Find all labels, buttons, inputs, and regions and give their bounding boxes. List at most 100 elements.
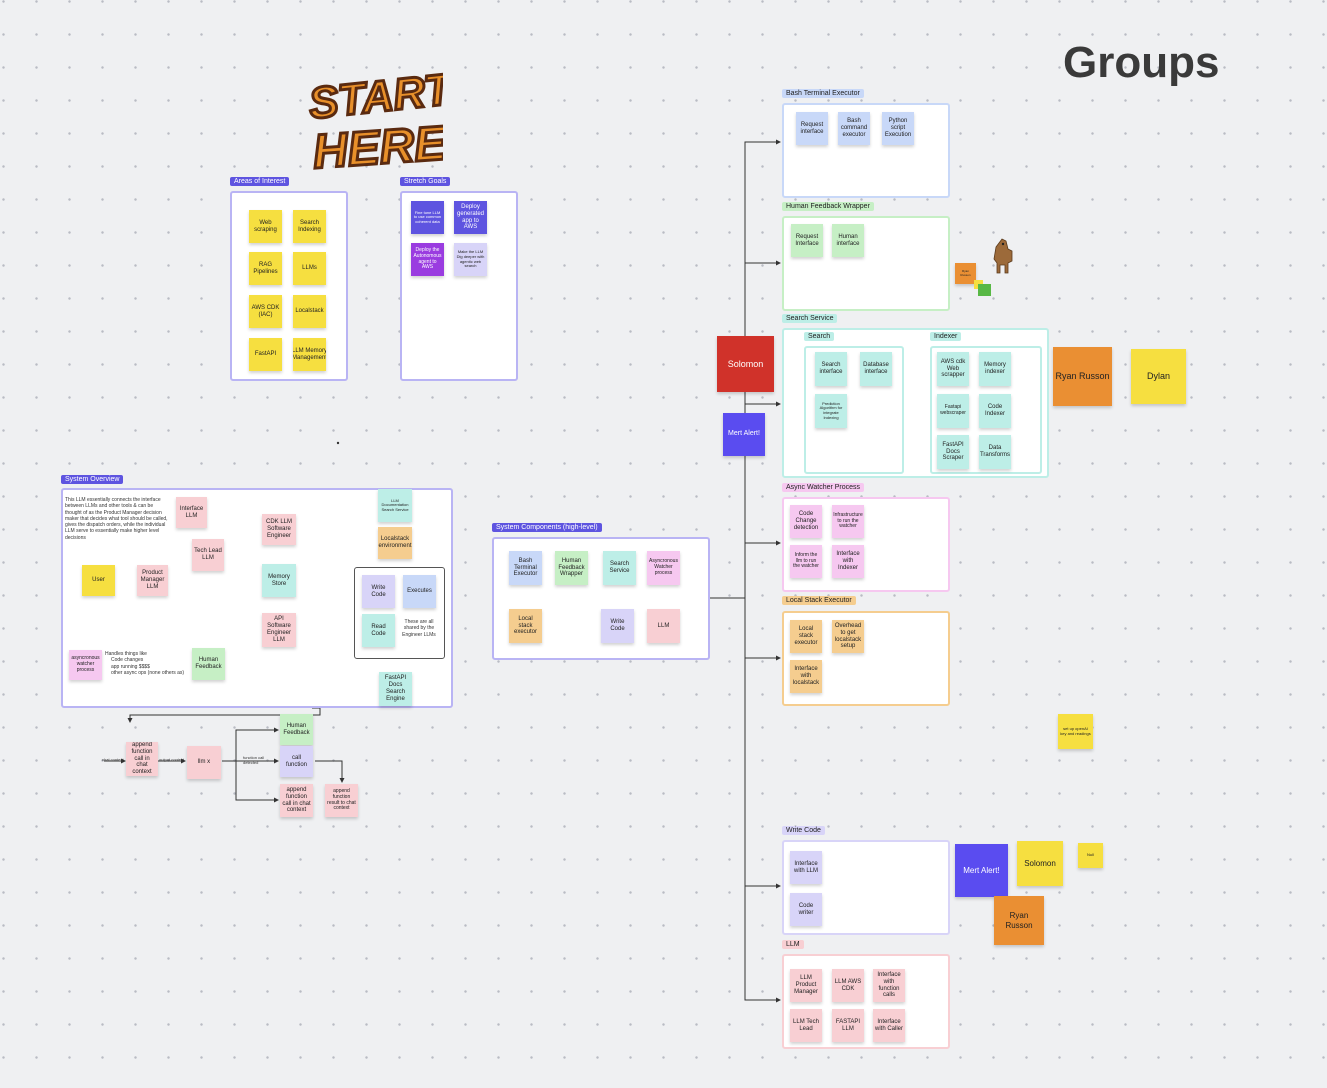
stretch-sticky-deploy-agent[interactable]: Deploy the Autonomous agent to AWS: [411, 243, 444, 276]
overview-llm-docs-search[interactable]: LLM Documentation Search Service: [378, 489, 412, 522]
system-components-label[interactable]: System Components (high-level): [492, 523, 602, 532]
indexer-data-transforms[interactable]: Data Transforms: [979, 435, 1011, 469]
search-interface[interactable]: Search interface: [815, 352, 847, 386]
write-label[interactable]: Write Code: [782, 826, 825, 835]
overview-tech-lead[interactable]: Tech Lead LLM: [192, 539, 224, 571]
localstack-executor[interactable]: Local stack executor: [790, 620, 822, 653]
start-here-logo: START HERE!: [305, 63, 443, 175]
async-code-change[interactable]: Code Change detection: [790, 505, 822, 538]
component-async[interactable]: Asyncronous Watcher process: [647, 551, 680, 585]
aoi-sticky-search-indexing[interactable]: Search Indexing: [293, 210, 326, 243]
aoi-sticky-localstack[interactable]: Localstack: [293, 295, 326, 328]
areas-of-interest-label[interactable]: Areas of Interest: [230, 177, 290, 186]
sticky-openai-setup[interactable]: set up openAI key and readings: [1058, 714, 1093, 749]
indexer-label[interactable]: Indexer: [930, 332, 962, 341]
aoi-sticky-llms[interactable]: LLMs: [293, 252, 326, 285]
async-label[interactable]: Async Watcher Process: [782, 483, 865, 492]
overview-fastapi-docs[interactable]: FastAPI Docs Search Engine: [379, 672, 412, 706]
overview-memory-store[interactable]: Memory Store: [262, 564, 296, 597]
flow-edge-mid: output context: [159, 757, 185, 762]
async-inform-llm[interactable]: Inform the llm to run the watcher: [790, 545, 822, 578]
aoi-sticky-fastapi[interactable]: FastAPI: [249, 338, 282, 371]
stretch-sticky-fine-tune[interactable]: Fine tune LLM to use common coherent dat…: [411, 201, 444, 234]
sticky-ryan-small[interactable]: Ryan Russon: [955, 263, 976, 284]
search-sub-label[interactable]: Search: [804, 332, 835, 341]
overview-async-watcher[interactable]: asyncronous watcher process: [69, 650, 102, 680]
indexer-aws-scrapper[interactable]: AWS cdk Web scrapper: [937, 352, 969, 386]
overview-product-manager[interactable]: Product Manager LLM: [137, 565, 168, 596]
stretch-sticky-dig-deeper[interactable]: Make the LLM Dig deeper with agentic web…: [454, 243, 487, 276]
flow-human-feedback[interactable]: Human Feedback: [280, 714, 313, 745]
overview-read-code[interactable]: Read Code: [362, 614, 395, 647]
bash-request-interface[interactable]: Request interface: [796, 112, 828, 145]
sticky-ryan-russon-write[interactable]: Ryan Russon: [994, 896, 1044, 945]
write-interface-llm[interactable]: Interface with LLM: [790, 851, 822, 884]
flow-edge-left: chat context: [102, 757, 124, 762]
overview-api-llm[interactable]: API Software Engineer LLM: [262, 613, 296, 647]
aoi-sticky-llm-memory[interactable]: LLM Memory Management: [293, 338, 326, 371]
flow-append-result[interactable]: append function result to chat context: [325, 784, 358, 817]
localstack-label[interactable]: Local Stack Executor: [782, 596, 856, 605]
llm-product-manager[interactable]: LLM Product Manager: [790, 969, 822, 1002]
aoi-sticky-rag-pipelines[interactable]: RAG Pipelines: [249, 252, 282, 285]
overview-interface-llm[interactable]: Interface LLM: [176, 497, 207, 528]
areas-of-interest-frame: [230, 191, 348, 381]
human-interface[interactable]: Human interface: [832, 224, 864, 257]
overview-localstack-env[interactable]: Localstack environment: [378, 527, 412, 559]
flow-call-function[interactable]: call function: [280, 746, 313, 777]
search-prediction[interactable]: Prediction Algorithm for integrate Index…: [815, 394, 847, 428]
component-write[interactable]: Write Code: [601, 609, 634, 643]
llm-aws-cdk[interactable]: LLM AWS CDK: [832, 969, 864, 1002]
flow-llm[interactable]: llm x: [187, 746, 221, 779]
aoi-sticky-web-scraping[interactable]: Web scraping: [249, 210, 282, 243]
bash-command-executor[interactable]: Bash command executor: [838, 112, 870, 145]
llm-label[interactable]: LLM: [782, 940, 804, 949]
component-human[interactable]: Human Feedback Wrapper: [555, 551, 588, 585]
overview-write-code[interactable]: Write Code: [362, 575, 395, 608]
indexer-code[interactable]: Code Indexer: [979, 394, 1011, 428]
llm-interface-function-calls[interactable]: Interface with function calls: [873, 969, 905, 1002]
overview-cdk-llm[interactable]: CDK LLM Software Engineer: [262, 514, 296, 545]
flow-append-bottom[interactable]: append function call in chat context: [280, 784, 313, 817]
stretch-goals-label[interactable]: Stretch Goals: [400, 177, 451, 186]
component-search[interactable]: Search Service: [603, 551, 636, 585]
sticky-tiny-note[interactable]: Null: [1078, 843, 1103, 868]
sticky-solomon[interactable]: Solomon: [717, 336, 774, 392]
bash-label[interactable]: Bash Terminal Executor: [782, 89, 864, 98]
llm-tech-lead[interactable]: LLM Tech Lead: [790, 1009, 822, 1042]
llm-interface-caller[interactable]: Interface with Caller: [873, 1009, 905, 1042]
indexer-fastapi-scraper[interactable]: Fastapi webscraper: [937, 394, 969, 428]
stretch-sticky-deploy-app[interactable]: Deploy generated app to AWS: [454, 201, 487, 234]
sticky-dylan[interactable]: Dylan: [1131, 349, 1186, 404]
human-label[interactable]: Human Feedback Wrapper: [782, 202, 874, 211]
write-code-writer[interactable]: Code writer: [790, 893, 822, 926]
search-service-label[interactable]: Search Service: [782, 314, 838, 323]
overview-note-3: app running $$$$: [111, 663, 150, 670]
sticky-mert-alert[interactable]: Mert Alert!: [723, 413, 765, 456]
overview-human-feedback[interactable]: Human Feedback: [192, 648, 225, 680]
component-bash[interactable]: Bash Terminal Executor: [509, 551, 542, 585]
flow-append-left[interactable]: append function call in chat context: [126, 742, 158, 776]
async-interface-indexer[interactable]: Interface with Indexer: [832, 545, 864, 578]
human-request-interface[interactable]: Request Interface: [791, 224, 823, 257]
horse-illustration-icon: [993, 238, 1013, 274]
component-localstack[interactable]: Local stack executor: [509, 609, 542, 643]
component-llm[interactable]: LLM: [647, 609, 680, 643]
sticky-ryan-russon-search[interactable]: Ryan Russon: [1053, 347, 1112, 406]
overview-shared-note: These are all shared by the Engineer LLM…: [402, 619, 436, 638]
llm-fastapi[interactable]: FASTAPI LLM: [832, 1009, 864, 1042]
sticky-solomon-write[interactable]: Solomon: [1017, 841, 1063, 886]
overview-executes[interactable]: Executes: [403, 575, 436, 608]
search-database-interface[interactable]: Database interface: [860, 352, 892, 386]
sticky-mert-alert-write[interactable]: Mert Alert!: [955, 844, 1008, 897]
sticky-mini-green[interactable]: [978, 284, 991, 296]
system-overview-label[interactable]: System Overview: [61, 475, 124, 484]
async-infrastructure[interactable]: Infrastructure to run the watcher: [832, 505, 864, 538]
bash-python-execution[interactable]: Python script Execution: [882, 112, 914, 145]
indexer-fastapi-docs[interactable]: FastAPI Docs Scraper: [937, 435, 969, 469]
indexer-memory[interactable]: Memory indexer: [979, 352, 1011, 386]
localstack-overhead[interactable]: Overhead to get localstack setup: [832, 620, 864, 653]
aoi-sticky-aws-cdk[interactable]: AWS CDK (IAC): [249, 295, 282, 328]
overview-user[interactable]: User: [82, 565, 115, 596]
localstack-interface[interactable]: Interface with localstack: [790, 660, 822, 693]
